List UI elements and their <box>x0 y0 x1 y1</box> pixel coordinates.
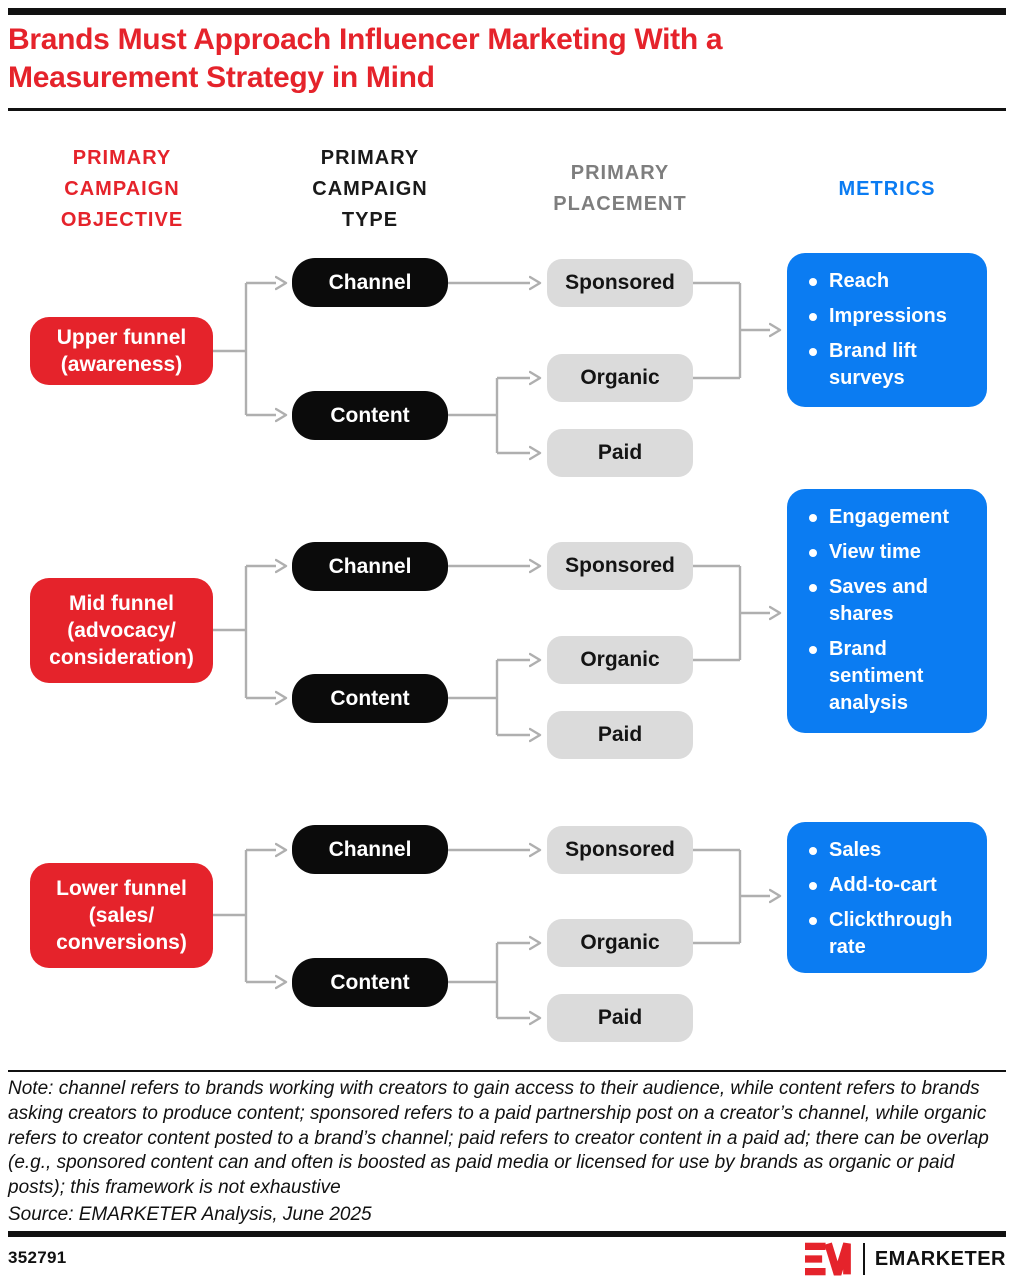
metric-item: Brand lift surveys <box>807 338 977 392</box>
footer-divider <box>8 1070 1006 1072</box>
column-header-placement: PRIMARY PLACEMENT <box>553 162 687 215</box>
objective-box-mid-funnel: Mid funnel (advocacy/ consideration) <box>30 578 213 683</box>
objective-box-upper-funnel: Upper funnel (awareness) <box>30 317 213 385</box>
title-divider <box>8 108 1006 111</box>
objective-box-lower-funnel: Lower funnel (sales/ conversions) <box>30 863 213 968</box>
metric-item: Saves and shares <box>807 574 977 628</box>
placement-box-paid: Paid <box>547 711 693 759</box>
metric-item: Engagement <box>807 504 977 531</box>
placement-box-paid: Paid <box>547 429 693 477</box>
placement-box-sponsored: Sponsored <box>547 542 693 590</box>
metric-item: Add-to-cart <box>807 872 977 899</box>
column-header-objective: PRIMARY CAMPAIGN OBJECTIVE <box>60 147 184 231</box>
metric-item: Brand sentiment analysis <box>807 636 977 717</box>
type-box-channel: Channel <box>292 542 448 591</box>
metric-item: Clickthrough rate <box>807 907 977 961</box>
type-box-content: Content <box>292 674 448 723</box>
metric-item: Reach <box>807 268 977 295</box>
type-box-channel: Channel <box>292 825 448 874</box>
brand-lockup: EMARKETER <box>804 1241 1006 1277</box>
placement-box-organic: Organic <box>547 354 693 402</box>
metric-item: Impressions <box>807 303 977 330</box>
placement-box-organic: Organic <box>547 636 693 684</box>
metric-item: Sales <box>807 837 977 864</box>
source-line: Source: EMARKETER Analysis, June 2025 <box>8 1204 372 1225</box>
placement-box-sponsored: Sponsored <box>547 259 693 307</box>
emarketer-logo-icon <box>804 1242 851 1276</box>
placement-box-organic: Organic <box>547 919 693 967</box>
logo-divider <box>862 1243 865 1275</box>
type-box-channel: Channel <box>292 258 448 307</box>
page-title: Brands Must Approach Influencer Marketin… <box>8 23 723 94</box>
column-header-type: PRIMARY CAMPAIGN TYPE <box>312 147 428 231</box>
column-header-metrics: METRICS <box>838 178 936 200</box>
placement-box-sponsored: Sponsored <box>547 826 693 874</box>
type-box-content: Content <box>292 391 448 440</box>
metric-item: View time <box>807 539 977 566</box>
placement-box-paid: Paid <box>547 994 693 1042</box>
brand-wordmark: EMARKETER <box>874 1247 1006 1270</box>
footnote: Note: channel refers to brands working w… <box>8 1078 989 1199</box>
type-box-content: Content <box>292 958 448 1007</box>
top-rule <box>8 8 1006 15</box>
bottom-rule <box>8 1231 1006 1237</box>
chart-id: 352791 <box>8 1248 67 1267</box>
